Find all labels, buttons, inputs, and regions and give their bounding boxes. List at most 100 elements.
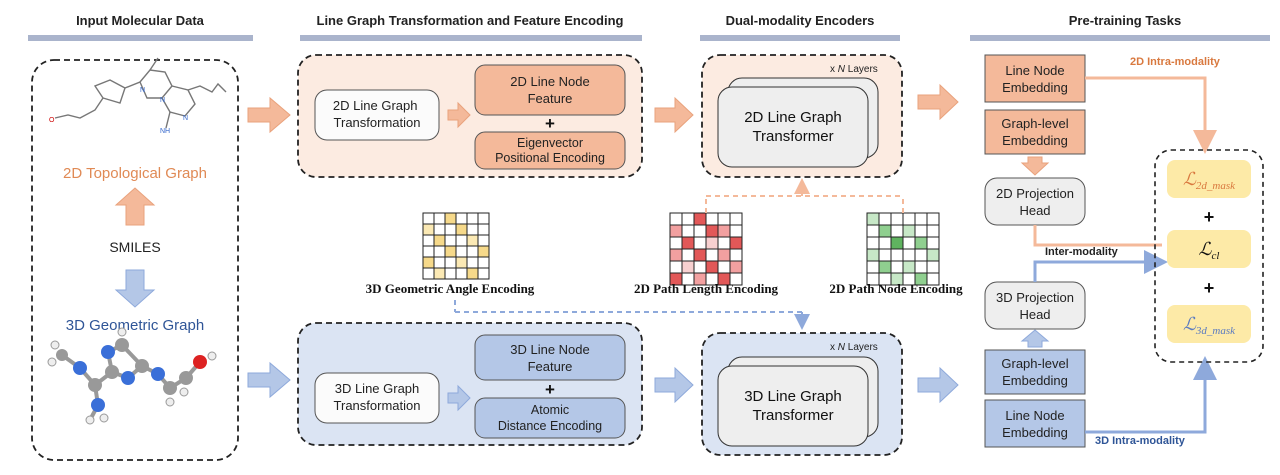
- header-pretrain-bar: [970, 35, 1270, 41]
- header-input-title: Input Molecular Data: [76, 13, 205, 28]
- proj-3d-connector: [1033, 250, 1168, 282]
- grid-cell: [455, 245, 468, 258]
- arrow-right-icon: [447, 384, 471, 412]
- grid-cell: [455, 212, 468, 225]
- loss-3d-box: [1167, 305, 1251, 343]
- arrow-right-icon: [917, 366, 959, 404]
- grid-cell: [444, 223, 457, 236]
- loss-plus-1: +: [1204, 207, 1215, 227]
- grid-cell: [926, 248, 940, 262]
- arrow-up-icon: [114, 187, 156, 226]
- grid-cell: [433, 256, 446, 269]
- grid-cell: [444, 245, 457, 258]
- molecule-2d-image: O N N N NH: [49, 57, 227, 135]
- grid-cell: [705, 212, 719, 226]
- line-node-embedding-2d-box: [984, 54, 1086, 103]
- header-encoders-bar: [700, 35, 900, 41]
- loss-plus-2: +: [1204, 278, 1215, 298]
- grid-cell: [866, 224, 880, 238]
- dashed-connector-2d: [705, 178, 904, 213]
- grid-cell: [914, 260, 928, 274]
- node-feature-2d-box: [474, 64, 626, 116]
- transformation-2d-line2: Transformation: [334, 115, 421, 130]
- grid-cell: [466, 267, 479, 280]
- header-input: Input Molecular Data: [28, 13, 253, 41]
- grid-cell: [466, 245, 479, 258]
- grid-cell: [693, 260, 707, 274]
- smiles-label: SMILES: [109, 239, 160, 255]
- grid-cell: [926, 224, 940, 238]
- grid-cell: [902, 248, 916, 262]
- grid-cell: [914, 236, 928, 250]
- intra-3d-label: 3D Intra-modality: [1095, 435, 1186, 447]
- grid-cell: [422, 256, 435, 269]
- header-linegraph-bar: [300, 35, 642, 41]
- grid-cell: [466, 212, 479, 225]
- plus-3d: +: [545, 380, 555, 399]
- grid-cell: [422, 223, 435, 236]
- grid-cell: [466, 234, 479, 247]
- grid-cell: [926, 260, 940, 274]
- svg-text:O: O: [49, 117, 55, 124]
- grid-cell: [878, 236, 892, 250]
- arrow-right-icon: [654, 96, 694, 134]
- arrow-down-icon: [1020, 156, 1050, 176]
- loss-3d-text: ℒ3d_mask: [1183, 314, 1236, 337]
- grid-cell: [669, 236, 683, 250]
- grid-cell: [866, 248, 880, 262]
- transformation-2d-box: [314, 89, 440, 141]
- layers-2d-label: x N Layers: [830, 64, 878, 75]
- grid-cell: [669, 248, 683, 262]
- header-pretrain: Pre-training Tasks: [970, 13, 1270, 41]
- header-linegraph: Line Graph Transformation and Feature En…: [300, 13, 642, 41]
- header-input-bar: [28, 35, 253, 41]
- grid-cell: [926, 272, 940, 286]
- grid-cell: [693, 248, 707, 262]
- grid-cell: [444, 256, 457, 269]
- grid-cell: [444, 212, 457, 225]
- svg-text:NH: NH: [160, 128, 170, 135]
- arrow-right-icon: [247, 96, 291, 134]
- grid-cell: [717, 260, 731, 274]
- svg-text:N: N: [160, 97, 165, 104]
- grid-cell: [477, 267, 490, 280]
- grid-cell: [455, 256, 468, 269]
- grid-cell: [681, 212, 695, 226]
- header-encoders: Dual-modality Encoders: [700, 13, 900, 41]
- transformation-3d-box: [314, 372, 440, 424]
- grid-cell: [729, 248, 743, 262]
- grid-cell: [878, 248, 892, 262]
- grid-cell: [729, 236, 743, 250]
- node-feature-3d-box: [474, 334, 626, 381]
- grid-cell: [477, 223, 490, 236]
- proj-2d-connector: [1033, 225, 1162, 247]
- grid-cell: [681, 260, 695, 274]
- grid-cell: [433, 223, 446, 236]
- molecule-3d-image: [47, 327, 217, 425]
- transformer-2d-box: [717, 86, 869, 168]
- input-panel: [31, 59, 239, 461]
- grid-cell: [477, 256, 490, 269]
- loss-2d-box: [1167, 160, 1251, 198]
- grid-cell: [729, 272, 743, 286]
- grid-cell: [926, 236, 940, 250]
- grid-cell: [422, 212, 435, 225]
- path-length-encoding-label: 2D Path Length Encoding: [634, 281, 779, 296]
- dashed-connector-3d: [454, 300, 810, 330]
- grid-cell: [669, 212, 683, 226]
- transformation-2d-text: 2D Line Graph Transformation: [333, 98, 421, 130]
- loss-cl-box: [1167, 230, 1251, 268]
- grid-cell: [890, 248, 904, 262]
- grid-cell: [705, 260, 719, 274]
- grid-cell: [705, 248, 719, 262]
- grid-cell: [455, 234, 468, 247]
- grid-cell: [433, 267, 446, 280]
